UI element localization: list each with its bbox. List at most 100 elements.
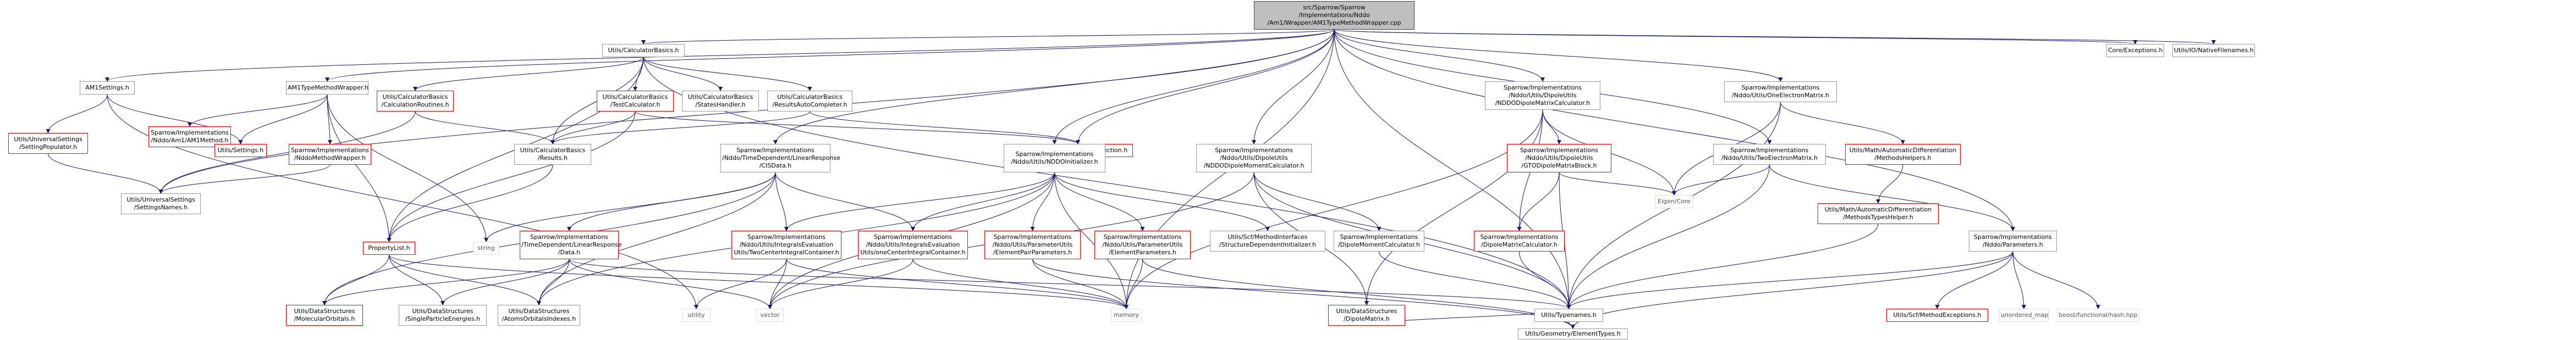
node-atoms-orbitals-indexes[interactable]: Utils/DataStructures /AtomsOrbitalsIndex…	[498, 305, 580, 326]
node-dipole-matrix[interactable]: Utils/DataStructures /DipoleMatrix.h	[1328, 305, 1405, 326]
node-property-list[interactable]: PropertyList.h	[363, 242, 415, 255]
edge-calcbasics_testcalc-to-propertylist	[387, 111, 636, 242]
edge-root-to-am1settings	[105, 29, 1335, 82]
edge-twoelectronmatrix-to-eigen_core	[1672, 164, 1770, 196]
edge-propertylist-to-ds_atomsorbitals	[389, 254, 541, 305]
edge-nddoinitializer-to-param_element	[1054, 172, 1145, 231]
node-test-calculator[interactable]: Utils/CalculatorBasics /TestCalculator.h	[597, 91, 674, 112]
edge-root-to-dipole_nddocalc	[1252, 29, 1335, 144]
node-string[interactable]: string	[473, 242, 499, 255]
node-eigen-core[interactable]: Eigen/Core	[1655, 195, 1693, 208]
edge-twoelectronmatrix-to-nddo_parameters	[1769, 164, 2015, 231]
node-nddo-parameters[interactable]: Sparrow/Implementations /Nddo/Parameters…	[1969, 231, 2057, 252]
edge-tdlr_cisdata-to-ds_atomsorbitals	[537, 172, 776, 305]
edge-calcbasics_routines-to-utils_universal_names	[158, 111, 416, 194]
edge-am1typemethodwrapper-to-propertylist	[327, 94, 392, 242]
node-calculation-routines[interactable]: Utils/CalculatorBasics /CalculationRouti…	[377, 91, 454, 112]
node-element-pair-parameters[interactable]: Sparrow/Implementations /Nddo/Utils/Para…	[984, 231, 1081, 259]
node-two-center-integral-container[interactable]: Sparrow/Implementations /Nddo/Utils/Inte…	[731, 231, 841, 259]
node-molecular-orbitals[interactable]: Utils/DataStructures /MolecularOrbitals.…	[286, 305, 363, 326]
node-am1-method[interactable]: Sparrow/Implementations /Nddo/Am1/AM1Met…	[148, 126, 231, 147]
edge-nddo_parameters-to-unordered_map	[2012, 251, 2026, 309]
edge-tdlr_data-to-ds_molecularorbitals	[322, 259, 570, 305]
edge-root-to-tdlr_cisdata	[773, 29, 1335, 144]
node-calculator-basics[interactable]: Utils/CalculatorBasics.h	[602, 44, 685, 57]
node-autodiff-methods-helpers[interactable]: Utils/Math/AutomaticDifferentiation /Met…	[1845, 144, 1961, 165]
edge-nddoinitializer-to-integrals_twocenter	[784, 172, 1055, 231]
edge-calculatorbasics-to-calcbasics_state	[643, 57, 723, 91]
node-nddo-dipole-matrix-calculator[interactable]: Sparrow/Implementations /Nddo/Utils/Dipo…	[1485, 81, 1600, 110]
edge-root-to-calculatorbasics	[641, 29, 1335, 44]
node-one-electron-matrix[interactable]: Sparrow/Implementations /Nddo/Utils/OneE…	[1724, 81, 1837, 102]
node-two-electron-matrix[interactable]: Sparrow/Implementations /Nddo/Utils/TwoE…	[1713, 144, 1826, 165]
edge-dipole_nddomatrixcalc-to-memory	[1124, 109, 1543, 309]
node-dipole-moment-calculator[interactable]: Sparrow/Implementations /DipoleMomentCal…	[1334, 231, 1424, 252]
edge-dipole_nddomatrixcalc-to-ds_dipolematrix	[1364, 109, 1543, 305]
edge-root-to-oneelectronmatrix	[1334, 29, 1783, 82]
node-autodiff-methods-types-helper[interactable]: Utils/Math/AutomaticDifferentiation /Met…	[1818, 203, 1939, 224]
node-unordered-map[interactable]: unordered_map	[1999, 309, 2049, 322]
edge-root-to-am1typemethodwrapper	[325, 29, 1335, 82]
edge-param_element-to-memory	[1124, 259, 1143, 309]
edge-root-to-dipole_nddomatrixcalc	[1334, 29, 1545, 82]
edge-root-to-nddo_parameters	[1334, 29, 2015, 231]
node-element-parameters[interactable]: Sparrow/Implementations /Nddo/Utils/Para…	[1094, 231, 1191, 259]
node-utils-typenames[interactable]: Utils/Typenames.h	[1534, 309, 1603, 322]
edge-calcbasics_autocompleter-to-atomcollection	[810, 111, 1080, 144]
edge-nddoinitializer-to-scfmethod_structdep	[1054, 172, 1270, 231]
node-settings-names[interactable]: Utils/UniversalSettings /SettingsNames.h	[121, 193, 201, 214]
edge-calculatorbasics-to-calcbasics_routines	[413, 57, 644, 91]
edge-integrals_onecenter-to-memory	[912, 259, 1129, 309]
root-file-node[interactable]: src/Sparrow/Sparrow /Implementations/Ndd…	[1254, 1, 1414, 30]
edge-am1settings-to-utils_universal_populator	[46, 94, 108, 133]
node-am1-type-method-wrapper[interactable]: AM1TypeMethodWrapper.h	[286, 81, 368, 94]
edge-dipole_momentcalc-to-utils_typenames	[1379, 251, 1571, 309]
node-scf-method-exceptions[interactable]: Utils/Scf/MethodExceptions.h	[1886, 309, 1988, 322]
node-am1settings[interactable]: AM1Settings.h	[80, 81, 135, 94]
edge-autodiff_typeshelper-to-utils_typenames	[1566, 224, 1879, 309]
edge-nddo_parameters-to-utils_typenames	[1566, 251, 2013, 309]
node-nddo-initializer[interactable]: Sparrow/Implementations /Nddo/Utils/NDDO…	[1004, 144, 1105, 172]
node-calculator-results[interactable]: Utils/CalculatorBasics /Results.h	[514, 144, 591, 165]
node-boost-hash[interactable]: boost/functional/hash.hpp	[2057, 309, 2139, 322]
edge-am1typemethodwrapper-to-string	[327, 94, 488, 242]
edge-param_elementpair-to-memory	[1032, 259, 1129, 309]
edge-calcbasics_routines-to-calcbasics_results	[415, 111, 555, 144]
node-results-autocompleter[interactable]: Utils/CalculatorBasics /ResultsAutoCompl…	[767, 91, 852, 112]
node-nddo-dipole-moment-calculator[interactable]: Sparrow/Implementations /Nddo/Utils/Dipo…	[1196, 144, 1312, 172]
node-vector[interactable]: vector	[756, 309, 784, 322]
edge-propertylist-to-memory	[389, 254, 1129, 309]
edge-calculatorbasics-to-calcbasics_testcalc	[633, 57, 644, 91]
edge-am1settings-to-utils_settings	[107, 94, 243, 144]
node-memory[interactable]: memory	[1111, 309, 1142, 322]
node-element-types[interactable]: Utils/Geometry/ElementTypes.h	[1518, 328, 1628, 339]
node-states-handler[interactable]: Utils/CalculatorBasics /StatesHandler.h	[682, 91, 759, 112]
edge-dipole_gtomatrixblock-to-eigen_core	[1559, 172, 1676, 196]
node-nddo-method-wrapper[interactable]: Sparrow/Implementations /NddoMethodWrapp…	[289, 144, 371, 165]
node-native-filenames[interactable]: Utils/IO/NativeFilenames.h	[2172, 44, 2255, 57]
node-cis-data[interactable]: Sparrow/Implementations /Nddo/TimeDepend…	[720, 144, 840, 172]
edge-tdlr_data-to-ds_singleparticle	[441, 259, 570, 305]
edge-calcbasics_results-to-propertylist	[387, 164, 553, 242]
edge-calcbasics_testcalc-to-calcbasics_results	[551, 111, 636, 144]
edge-tdlr_cisdata-to-string	[484, 172, 776, 242]
edge-root-to-core_exceptions	[1334, 29, 2137, 44]
node-structure-dependent-initializer[interactable]: Utils/Scf/MethodInterfaces /StructureDep…	[1210, 231, 1325, 252]
node-core-exceptions[interactable]: Core/Exceptions.h	[2106, 44, 2164, 57]
edge-autodiff_helpers-to-autodiff_typeshelper	[1876, 164, 1903, 204]
node-linear-response-data[interactable]: Sparrow/Implementations /TimeDependent/L…	[520, 231, 621, 259]
edge-integrals_twocenter-to-memory	[786, 259, 1129, 309]
node-dipole-matrix-calculator[interactable]: Sparrow/Implementations /DipoleMatrixCal…	[1474, 231, 1565, 252]
edge-tdlr_cisdata-to-integrals_twocenter	[775, 172, 789, 231]
edge-root-to-utils_typenames	[1334, 29, 1571, 309]
node-single-particle-energies[interactable]: Utils/DataStructures /SingleParticleEner…	[399, 305, 487, 326]
edge-twoelectronmatrix-to-utils_typenames	[1566, 164, 1770, 309]
node-utility[interactable]: utility	[682, 309, 711, 322]
node-one-center-integral-container[interactable]: Sparrow/Implementations /Nddo/Utils/Inte…	[858, 231, 968, 259]
edge-tdlr_data-to-ds_atomsorbitals	[537, 259, 570, 305]
node-gto-dipole-matrix-block[interactable]: Sparrow/Implementations /Nddo/Utils/Dipo…	[1507, 144, 1611, 172]
edge-nddo_parameters-to-boost_hash	[2012, 251, 2100, 309]
node-utils-settings[interactable]: Utils/Settings.h	[214, 144, 267, 157]
edge-propertylist-to-ds_singleparticle	[389, 254, 445, 305]
node-setting-populator[interactable]: Utils/UniversalSettings /SettingPopulato…	[8, 133, 88, 154]
